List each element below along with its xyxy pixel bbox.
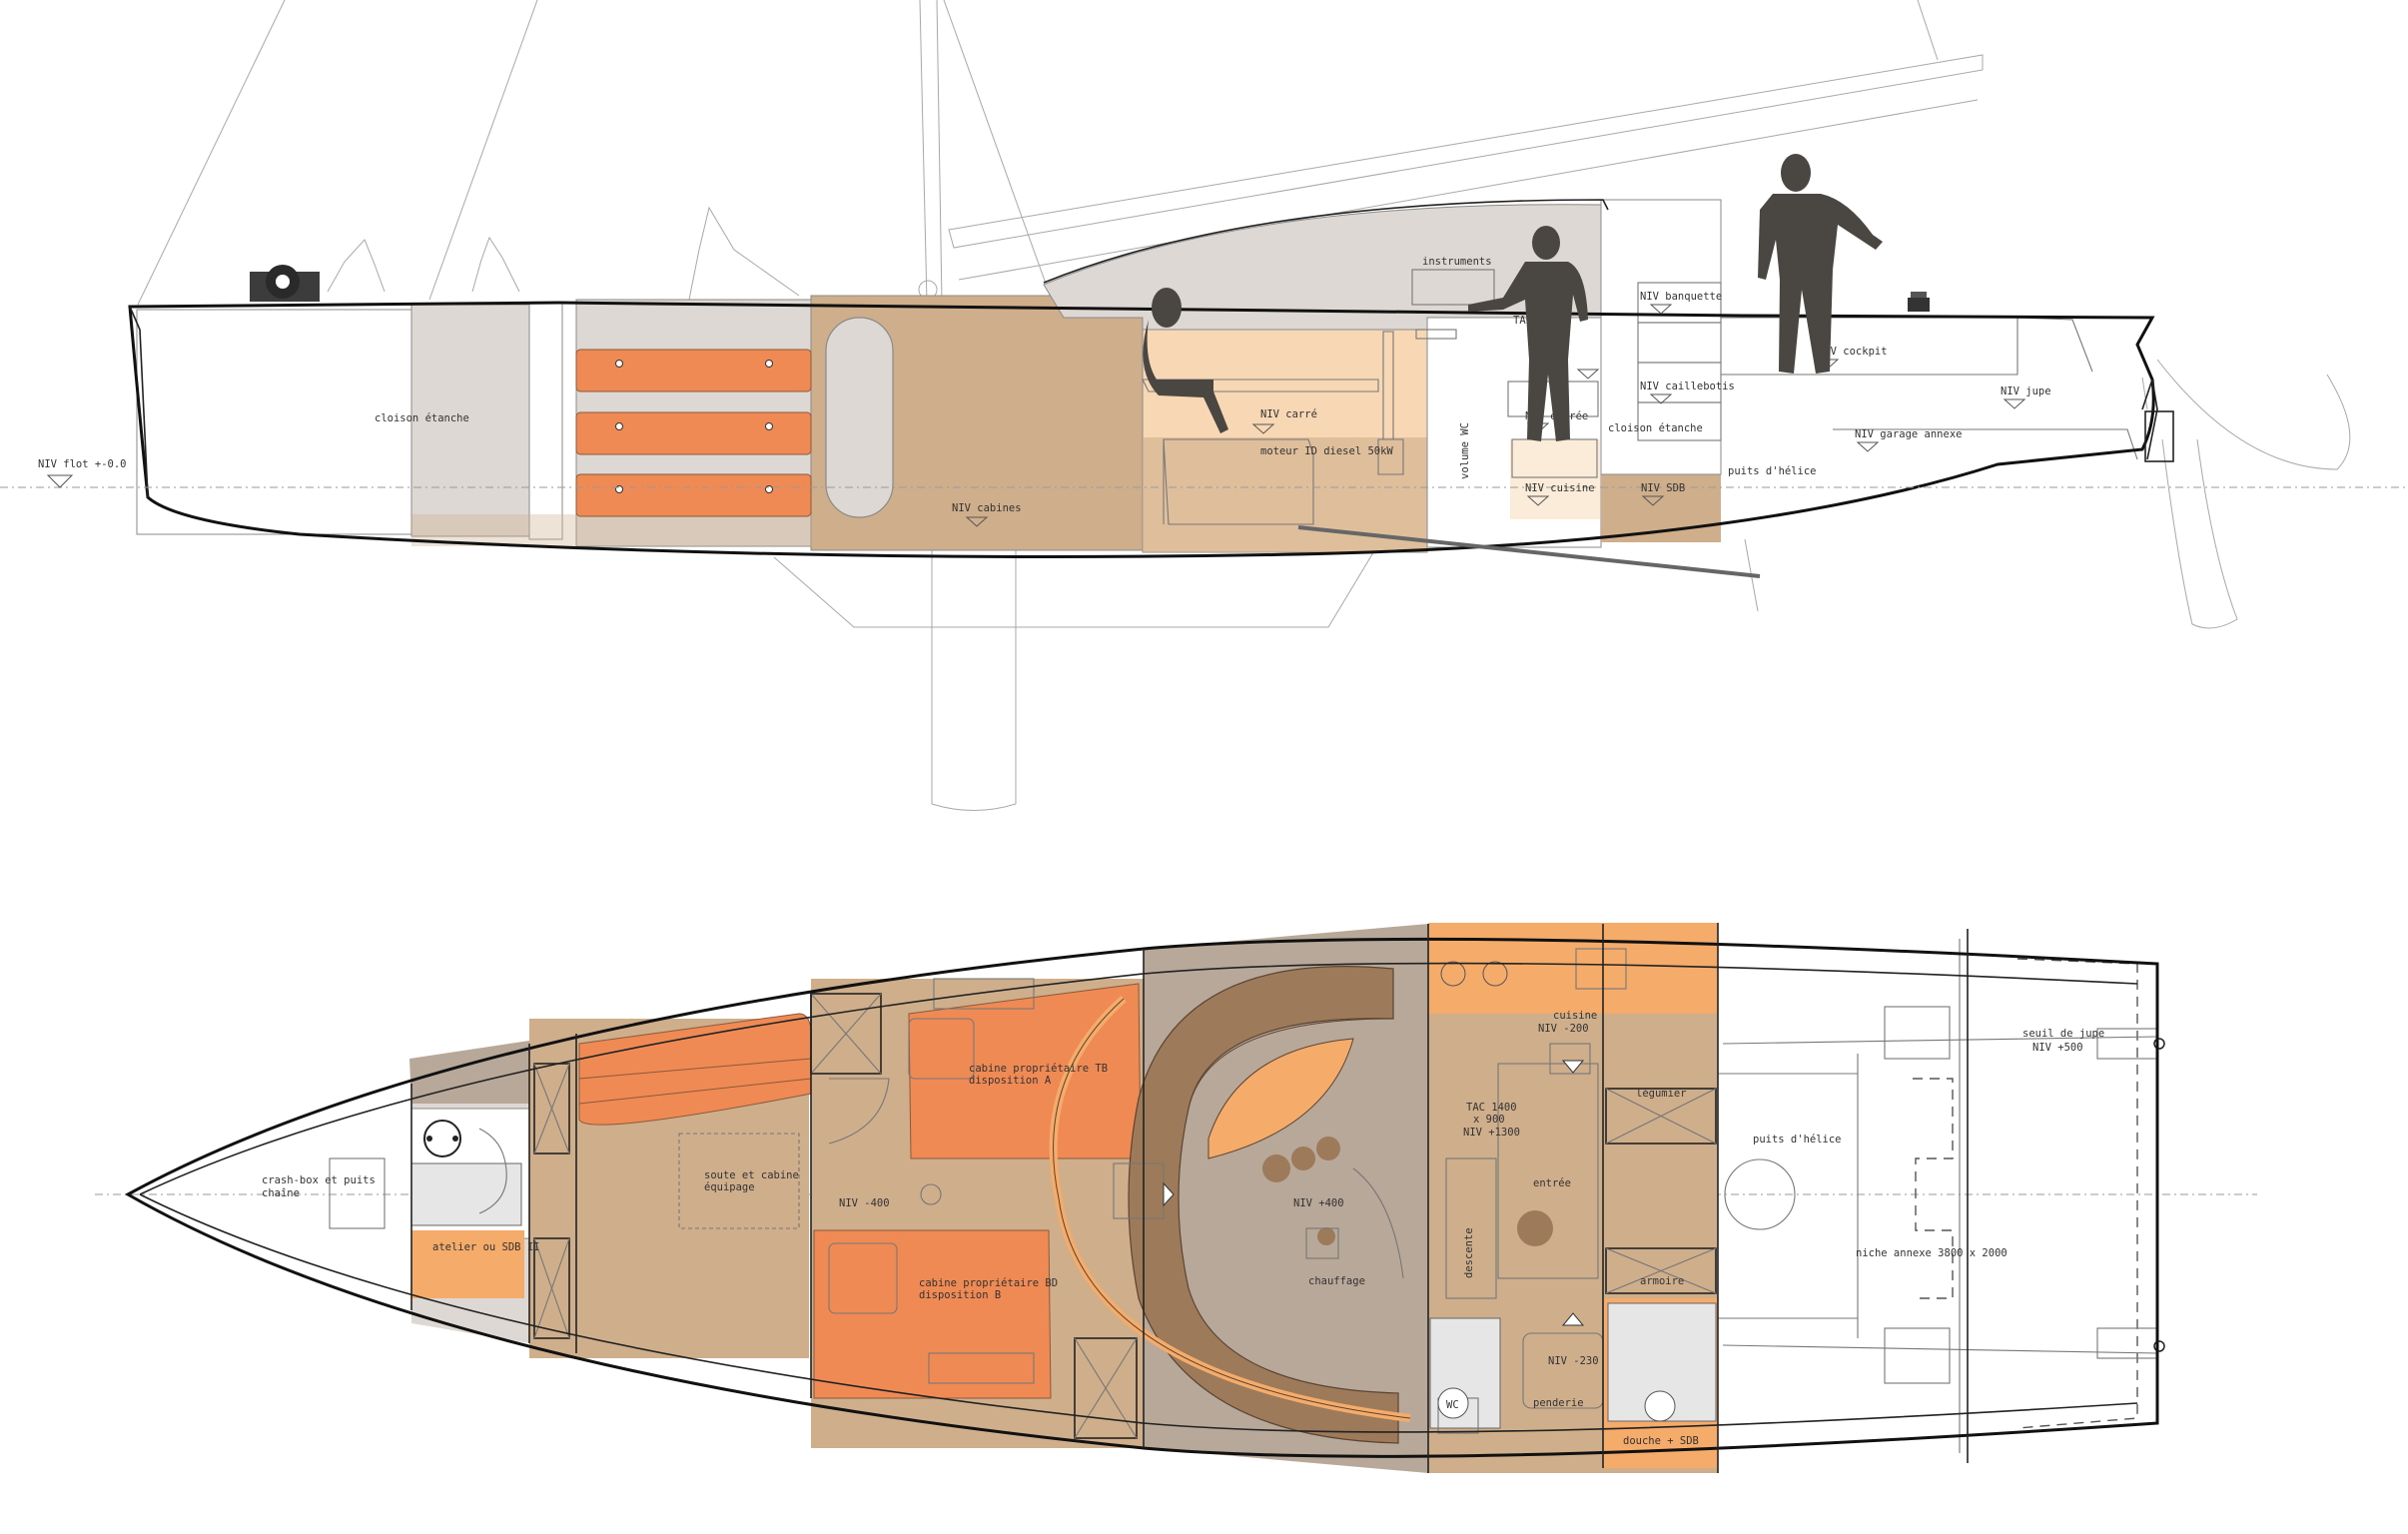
- anchor-winch-icon: [250, 265, 320, 302]
- label-wc: WC: [1446, 1399, 1459, 1411]
- label-niv-caillebotis: NIV caillebotis: [1640, 381, 1735, 392]
- label-niv-sdb: NIV SDB: [1641, 482, 1685, 494]
- label-puits-helice-profile: puits d'hélice: [1728, 465, 1817, 477]
- standing-person-silhouette-2: [1758, 154, 1883, 374]
- plan-labels: crash-box et puits chaîne atelier ou SDB…: [262, 1010, 2104, 1447]
- zone-aft-cabin-top: [1600, 199, 1722, 475]
- label-niv-flot: NIV flot +-0.0: [38, 458, 127, 470]
- waterline-marker: [46, 474, 74, 488]
- rudder-outline: [2141, 359, 2351, 629]
- label-niv-cuisine: NIV cuisine: [1525, 482, 1595, 494]
- saloon-bench: [1142, 379, 1379, 392]
- label-cloison-etanche-fwd: cloison étanche: [375, 412, 469, 424]
- label-soute-1: soute et cabine: [704, 1169, 799, 1181]
- zone-forepeak: [136, 309, 412, 535]
- plan-view: crash-box et puits chaîne atelier ou SDB…: [95, 923, 2257, 1473]
- label-niv-400-saloon: NIV +400: [1293, 1197, 1344, 1209]
- side-profile: NIV flot +-0.0 cloison étanche instrumen…: [0, 0, 2408, 811]
- aft-deck-plan: [1718, 939, 2165, 1453]
- label-entree: entrée: [1533, 1177, 1571, 1189]
- label-puits-helice-plan: puits d'hélice: [1753, 1134, 1842, 1146]
- propeller-shaft: [1297, 525, 1761, 578]
- label-niv-cabines: NIV cabines: [952, 502, 1022, 514]
- label-seuil-jupe: seuil de jupe: [2022, 1028, 2104, 1040]
- rig-lines: [137, 0, 1984, 811]
- label-niv-banquette: NIV banquette: [1640, 291, 1722, 303]
- keel-outline: [773, 543, 1379, 628]
- zone-watertight-bulkhead: [410, 304, 530, 537]
- owner-cabins: [813, 978, 1142, 1399]
- zone-galley-plan: [1428, 923, 1718, 1014]
- label-niv-carre: NIV carré: [1260, 408, 1317, 420]
- label-atelier: atelier ou SDB II: [432, 1241, 539, 1253]
- transom: [2141, 379, 2158, 460]
- label-chauffage: chauffage: [1308, 1275, 1365, 1287]
- label-cabine-tb-2: disposition A: [969, 1075, 1052, 1087]
- saloon-table: [1382, 331, 1394, 440]
- standing-person-silhouette-1: [1468, 226, 1588, 441]
- label-niche-annexe: niche annexe 3800 x 2000: [1856, 1247, 2007, 1259]
- label-tac-1: TAC 1400: [1466, 1102, 1517, 1114]
- label-descente: descente: [1463, 1227, 1475, 1278]
- forepeak-sketches: [329, 1078, 942, 1229]
- bulkheads-plan: [410, 923, 1969, 1473]
- label-douche: douche + SDB: [1623, 1435, 1699, 1447]
- entry-and-nav: [1113, 1043, 1604, 1409]
- zone-engine: [1143, 437, 1427, 552]
- label-cabine-bd-2: disposition B: [919, 1289, 1001, 1301]
- label-tac-3: NIV +1300: [1463, 1127, 1520, 1139]
- label-cabine-bd-1: cabine propriétaire BD: [919, 1277, 1058, 1289]
- coachroof: [1043, 199, 1609, 284]
- label-niv-400-fwd: NIV -400: [839, 1197, 890, 1209]
- stern-fitting: [2144, 410, 2174, 462]
- hull-sheer: [129, 306, 149, 498]
- interior-zones-profile: [136, 199, 1722, 553]
- label-niv-230: NIV -230: [1548, 1355, 1599, 1367]
- label-armoire: armoire: [1640, 1275, 1684, 1287]
- label-tac-2: x 900: [1473, 1114, 1505, 1126]
- label-niv-500: NIV +500: [2032, 1042, 2083, 1054]
- label-cloison-etanche-aft: cloison étanche: [1608, 422, 1703, 434]
- label-moteur: moteur ID diesel 50kW: [1260, 445, 1393, 457]
- label-soute-2: équipage: [704, 1181, 755, 1193]
- seated-person-silhouette: [1143, 288, 1228, 433]
- zone-atelier: [411, 1230, 524, 1298]
- cabin-door-oval: [825, 317, 894, 518]
- label-penderie: penderie: [1533, 1397, 1584, 1409]
- hull-profile: [128, 301, 2155, 558]
- label-niv-garage: NIV garage annexe: [1855, 428, 1962, 440]
- label-crash-box-1: crash-box et puits: [262, 1174, 376, 1186]
- label-crash-box-2: chaîne: [262, 1187, 300, 1199]
- label-niv-200: NIV -200: [1538, 1023, 1589, 1035]
- label-instruments: instruments: [1422, 256, 1492, 268]
- label-cuisine: cuisine: [1553, 1010, 1597, 1022]
- label-volume-wc: volume WC: [1459, 422, 1471, 479]
- label-niv-jupe: NIV jupe: [2001, 385, 2051, 397]
- zone-gap: [528, 302, 563, 540]
- label-niv-cockpit: NIV cockpit: [1818, 346, 1888, 358]
- cabin-bd-berth: [813, 1229, 1052, 1399]
- deck-vents: [327, 206, 800, 301]
- label-cabine-tb-1: cabine propriétaire TB: [969, 1063, 1108, 1075]
- engine-box: [1163, 438, 1404, 525]
- zone-lower-floor: [411, 514, 1141, 546]
- crew-bunks: [575, 349, 812, 517]
- level-markers-plan: [1163, 1060, 1585, 1326]
- crew-bunks-plan: [578, 1013, 812, 1126]
- saloon-bench-plan: [1049, 966, 1411, 1444]
- galley-plan: [1437, 948, 1676, 1434]
- hull-plan-outline: [124, 937, 2159, 1458]
- label-legumier: légumier: [1636, 1088, 1687, 1100]
- zone-galley: [1510, 439, 1600, 519]
